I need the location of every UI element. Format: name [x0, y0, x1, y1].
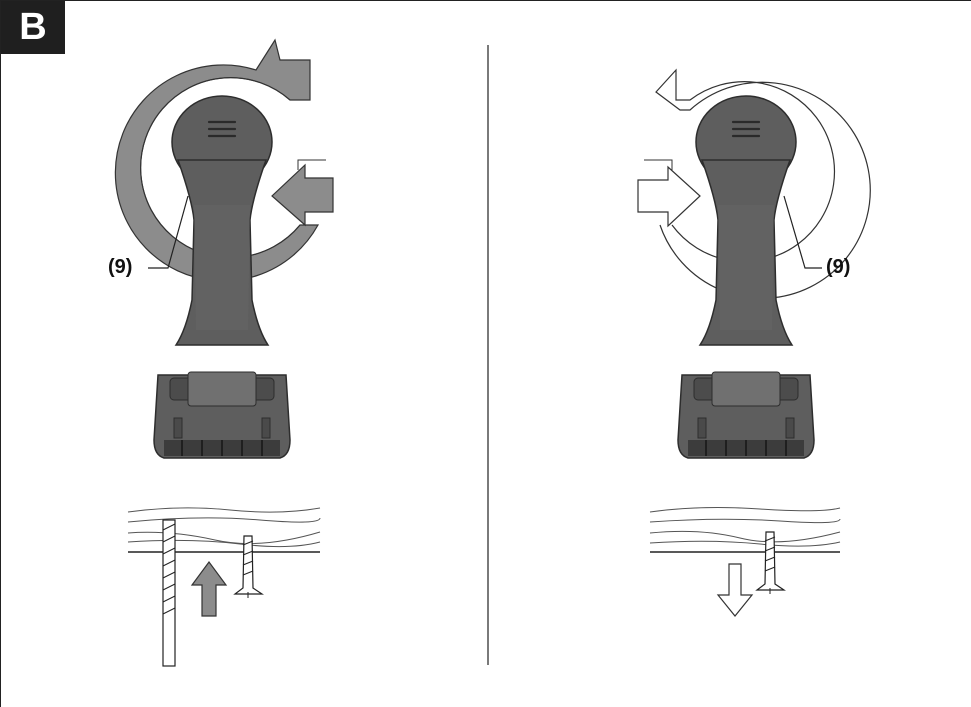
push-arrow-left	[271, 163, 334, 227]
push-arrow-right	[637, 165, 701, 228]
wood-left	[127, 507, 321, 548]
screw-left	[233, 535, 264, 598]
up-arrow	[190, 560, 228, 617]
wood-right	[649, 507, 841, 547]
down-arrow	[716, 563, 754, 617]
callout-line-left	[148, 195, 189, 269]
drill-bit	[162, 519, 176, 667]
figure-badge: B	[1, 1, 65, 54]
screw-right	[755, 531, 786, 594]
callout-label-right: (9)	[826, 256, 851, 278]
counterclockwise-rotation-arrow	[655, 68, 871, 299]
right-panel	[637, 68, 871, 617]
drill-left	[152, 94, 292, 460]
callout-label-left: (9)	[108, 256, 133, 278]
callout-line-right	[783, 195, 822, 269]
left-panel	[114, 38, 334, 667]
